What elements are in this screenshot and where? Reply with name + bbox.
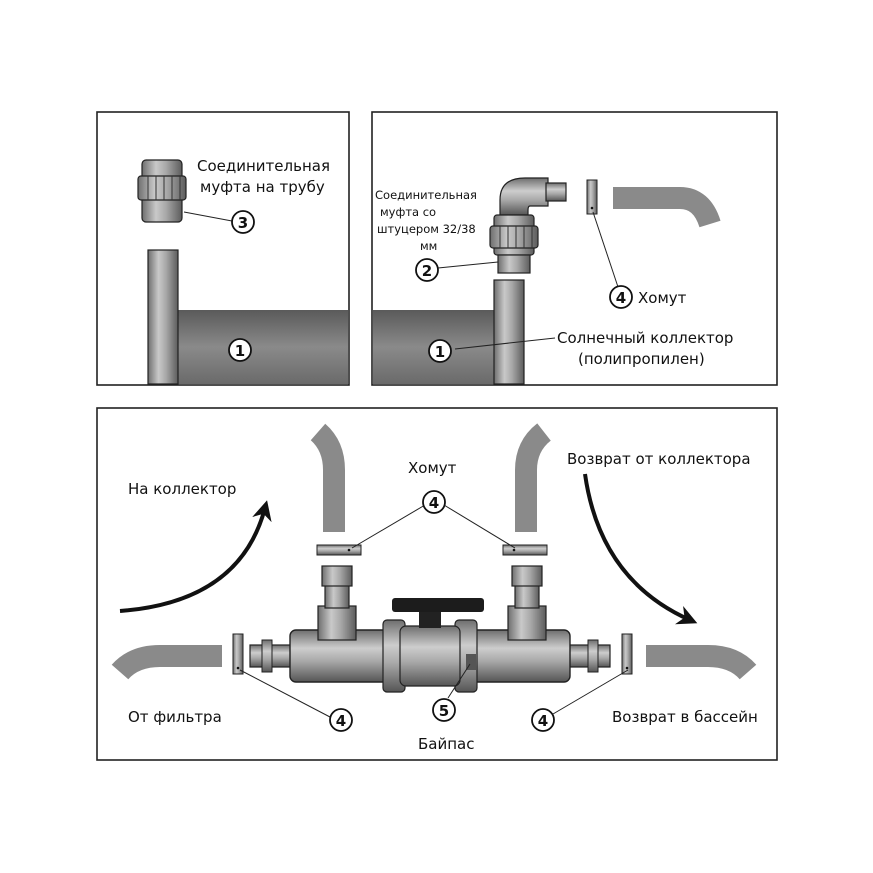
fitting-label-line3: штуцером 32/38 [377,222,476,236]
svg-text:4: 4 [336,712,346,730]
coupling-label-line2: муфта на трубу [200,178,325,196]
hose-right [646,645,757,680]
panel-c-frame [96,407,778,761]
bypass-label: Байпас [418,735,474,753]
arrow-return-to-pool [583,473,698,625]
clamp-label-c: Хомут [408,459,457,477]
callout-1-panel-a: 1 [228,338,252,362]
hose-top-right [515,423,552,532]
panel-b: Соединительная муфта со штуцером 32/38 м… [371,111,778,386]
bypass-assembly [249,565,611,693]
collector-pipe-b [493,279,525,385]
pipe-coupling [137,159,187,223]
svg-text:3: 3 [238,214,248,232]
panel-a-frame [96,111,350,386]
label-from-filter: От фильтра [128,708,222,726]
svg-text:4: 4 [616,289,626,307]
svg-text:2: 2 [422,262,432,280]
svg-text:4: 4 [429,494,439,512]
hose-clamp-top-left [316,544,362,556]
collector-pipe [147,249,179,385]
fitting-label-line2: муфта со [380,205,436,219]
collector-label-line2: (полипропилен) [578,350,705,368]
callout-1-panel-b: 1 [428,339,452,363]
label-return-to-pool: Возврат в бассейн [612,708,758,726]
fitting-label-line1: Соединительная [375,188,477,202]
fitting-label-line4: мм [420,239,437,253]
panel-b-frame [371,111,778,386]
panel-a: Соединительная муфта на трубу 3 1 [96,111,350,386]
callout-4-panel-b: 4 [609,285,633,309]
hose-clamp-right [621,633,633,675]
hose-left [111,645,222,680]
callout-4-right: 4 [531,708,555,732]
collector-label-line1: Солнечный коллектор [557,329,733,347]
callout-5: 5 [432,698,456,722]
svg-text:1: 1 [435,343,445,361]
label-return-from-collector: Возврат от коллектора [567,450,751,468]
callout-4-top: 4 [422,490,446,514]
elbow-fitting [489,177,567,274]
hose-top-left [310,423,345,532]
hose-clamp [586,179,598,215]
label-to-collector: На коллектор [128,480,236,498]
callout-4-left: 4 [329,708,353,732]
arrow-to-collector [119,500,272,613]
svg-text:4: 4 [538,712,548,730]
svg-text:1: 1 [235,342,245,360]
svg-text:5: 5 [439,702,449,720]
panel-c: Хомут 4 На коллектор Возврат от коллекто… [96,407,778,761]
clamp-label-b: Хомут [638,289,687,307]
hose-clamp-top-right [502,544,548,556]
coupling-label-line1: Соединительная [197,157,330,175]
solar-collector-body [178,310,348,384]
callout-3: 3 [231,210,255,234]
hose-b [613,187,721,228]
hose-clamp-left [232,633,244,675]
callout-2: 2 [415,258,439,282]
